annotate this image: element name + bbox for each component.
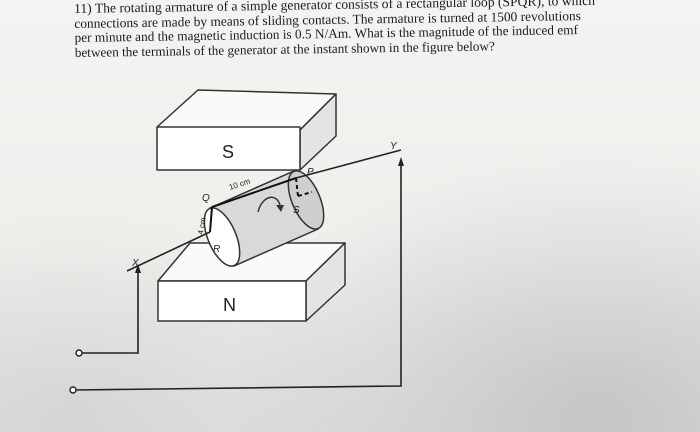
terminal-x-arrowhead xyxy=(135,264,141,273)
north-pole-label: N xyxy=(223,295,236,315)
length-label: 10 cm xyxy=(228,177,252,192)
terminal-y-arrowhead xyxy=(398,157,404,166)
point-r-label: R xyxy=(213,244,220,255)
terminal-upper-contact xyxy=(75,349,83,357)
rotation-arrow xyxy=(257,196,281,213)
terminal-x-label: X xyxy=(131,258,139,269)
bottom-magnet xyxy=(157,242,346,322)
armature-loop xyxy=(209,177,313,233)
south-pole-label: S xyxy=(222,142,234,162)
top-magnet xyxy=(156,89,337,171)
terminal-lower-contact xyxy=(69,386,77,394)
point-q-label: Q xyxy=(202,193,210,204)
point-s-label: S xyxy=(293,205,300,216)
point-p-label: P xyxy=(307,167,314,178)
circuit-wires xyxy=(75,149,402,391)
terminal-y-label: Y xyxy=(390,141,398,152)
width-label: 4 cm xyxy=(196,216,208,235)
rotation-arrowhead xyxy=(276,205,284,212)
